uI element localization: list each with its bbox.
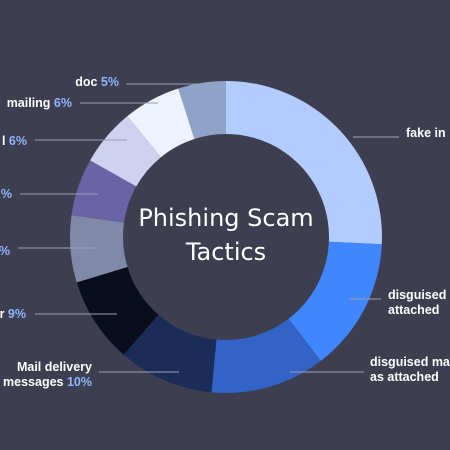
slice-label-text: r (0, 307, 5, 321)
chart-title-line: Phishing Scam (138, 204, 313, 232)
slice-label: fake in (406, 126, 446, 140)
slice-label: mailing 6% (7, 96, 72, 110)
slice-label-text: Mail delivery (17, 360, 92, 374)
donut-slice (123, 314, 217, 393)
donut-slice (90, 116, 161, 187)
slice-percent: 6% (50, 96, 72, 110)
donut-slice (178, 81, 226, 139)
donut-slice (211, 318, 321, 393)
slice-label: r 9% (0, 307, 26, 321)
slice-label: doc 5% (75, 75, 119, 89)
slice-label: l 6% (2, 134, 27, 148)
slice-label-text: attached (388, 303, 439, 317)
slice-percent: 5% (97, 75, 119, 89)
donut-slice (226, 81, 382, 245)
slice-label: % (0, 244, 10, 258)
donut-slice (288, 241, 382, 361)
donut-slice (127, 88, 195, 158)
slice-percent: 10% (64, 375, 93, 389)
donut-slice (70, 215, 128, 283)
donut-slice (71, 160, 137, 223)
slice-percent: 6% (5, 134, 27, 148)
slice-label-text: disguised ma (370, 355, 450, 369)
slice-label-text: disguised (388, 288, 446, 302)
chart-title-line: Tactics (185, 238, 266, 266)
slice-percent: 9% (4, 307, 26, 321)
slice-label-text: l (2, 134, 5, 148)
slice-percent: % (1, 187, 12, 201)
slice-label-text: fake in (406, 126, 446, 140)
slice-label: % (1, 187, 12, 201)
donut-slice (76, 266, 159, 355)
slice-percent: % (0, 244, 10, 258)
slice-label-text: as attached (370, 370, 439, 384)
slice-label-text: messages (3, 375, 64, 389)
slice-label-text: mailing (7, 96, 51, 110)
slice-label-text: doc (75, 75, 97, 89)
